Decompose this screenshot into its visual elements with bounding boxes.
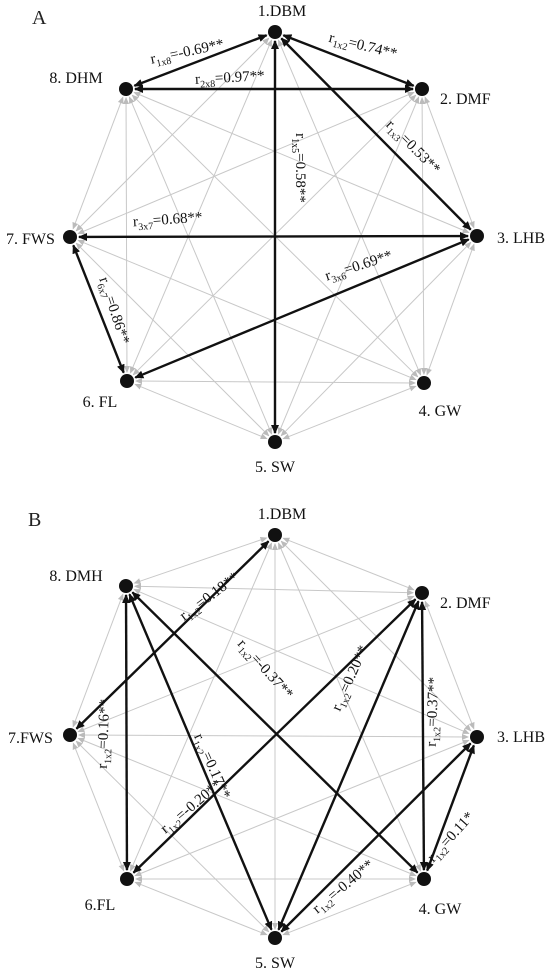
node-6-label: 6. FL xyxy=(83,394,118,411)
weak-edge-4-7 xyxy=(77,737,417,877)
strong-edge-6-7 xyxy=(72,244,125,374)
edge-label-8-4: r1x2=-0.37** xyxy=(232,636,296,704)
edge-label-2-8: r2x8=0.97** xyxy=(195,68,266,91)
node-2-dot xyxy=(415,82,429,96)
edge-label-2-6: r1x2=-0.20** xyxy=(158,777,227,840)
node-8-label: 8. DHM xyxy=(49,70,102,87)
strong-edge-8-6 xyxy=(122,593,131,872)
node-6-dot xyxy=(120,872,134,886)
node-2-label: 2. DMF xyxy=(440,91,491,108)
node-8-dot xyxy=(119,579,133,593)
weak-edge-4-5 xyxy=(282,385,417,440)
weak-edge-6-7 xyxy=(72,742,125,872)
node-1-label: 1.DBM xyxy=(258,506,306,523)
node-6-dot xyxy=(120,374,134,388)
node-4-label: 4. GW xyxy=(419,403,463,420)
node-5-label: 5. SW xyxy=(255,459,296,476)
edge-label-2-4: r1x2=0.37** xyxy=(424,677,445,747)
node-1-dot xyxy=(268,528,282,542)
weak-edge-1-8 xyxy=(133,537,268,584)
panel-a-letter: A xyxy=(32,7,47,29)
node-7-dot xyxy=(63,230,77,244)
edge-label-1-7: r1x2=0.18** xyxy=(177,569,244,626)
strong-edge-2-6 xyxy=(132,598,417,874)
node-5-dot xyxy=(268,931,282,945)
panel-a-nodes: 1.DBM 2. DMF 3. LHB 4. GW 5. SW 6. FL 7. FWS 8.… xyxy=(6,3,545,476)
node-5-dot xyxy=(268,435,282,449)
strong-edge-3-5 xyxy=(280,742,472,933)
node-7-dot xyxy=(63,728,77,742)
panel-b: B r1x2=0.18**r1x2=-0.37**r1x2=0.17**r1x2… xyxy=(8,506,545,971)
edge-label-3-4: r1x2=0.11* xyxy=(424,809,479,868)
node-6-label: 6.FL xyxy=(85,897,116,914)
weak-edge-5-8 xyxy=(129,96,272,435)
panel-a: A r1x8=-0.69**r1x2=0.74**r2x8=0.97**r1x3… xyxy=(6,3,545,476)
node-7-label: 7. FWS xyxy=(6,231,55,248)
node-1-dot xyxy=(268,25,282,39)
node-3-dot xyxy=(470,730,484,744)
node-8-label: 8. DMH xyxy=(49,568,103,585)
node-2-label: 2. DMF xyxy=(440,595,491,612)
weak-edge-1-4 xyxy=(278,39,421,376)
edge-label-1-2: r1x2=0.74** xyxy=(326,30,398,65)
panel-a-strong-edges xyxy=(72,34,472,434)
node-3-label: 3. LHB xyxy=(497,729,545,746)
node-8-dot xyxy=(119,82,133,96)
edge-label-8-6: r1x2=0.16** xyxy=(95,699,116,769)
weak-edge-5-6 xyxy=(134,881,268,936)
strong-edge-3-6 xyxy=(134,238,470,379)
strong-edge-1-3 xyxy=(280,37,472,231)
panel-b-letter: B xyxy=(28,509,41,531)
weak-edge-5-6 xyxy=(134,383,268,440)
edge-label-3-6: r3x6=0.69** xyxy=(323,248,395,288)
edge-label-2-5: r1x2=0.20** xyxy=(329,643,375,714)
strong-edge-1-8 xyxy=(133,34,268,87)
node-7-label: 7.FWS xyxy=(8,730,53,747)
node-1-label: 1.DBM xyxy=(258,3,306,20)
weak-edge-1-2 xyxy=(282,537,415,591)
weak-edge-7-8 xyxy=(72,96,124,230)
node-3-label: 3. LHB xyxy=(497,230,545,247)
node-4-dot xyxy=(417,872,431,886)
node-3-dot xyxy=(470,229,484,243)
weak-edge-2-7 xyxy=(77,92,415,234)
node-2-dot xyxy=(415,586,429,600)
panel-b-nodes: 1.DBM 2. DMF 3. LHB 4. GW 5. SW 6.FL 7.FWS 8. D… xyxy=(8,506,545,971)
strong-edge-2-4 xyxy=(418,600,428,872)
panel-b-strong-edges xyxy=(75,540,475,933)
strong-edge-3-7 xyxy=(77,232,470,241)
node-5-label: 5. SW xyxy=(255,955,296,971)
node-4-dot xyxy=(417,376,431,390)
weak-edge-3-8 xyxy=(133,589,470,734)
edge-label-1-5: r1x5=0.58** xyxy=(289,133,308,203)
weak-edge-3-4 xyxy=(426,243,475,376)
weak-edge-2-8 xyxy=(133,583,415,596)
node-4-label: 4. GW xyxy=(419,901,463,918)
edge-label-3-7: r3x7=0.68** xyxy=(132,210,203,234)
